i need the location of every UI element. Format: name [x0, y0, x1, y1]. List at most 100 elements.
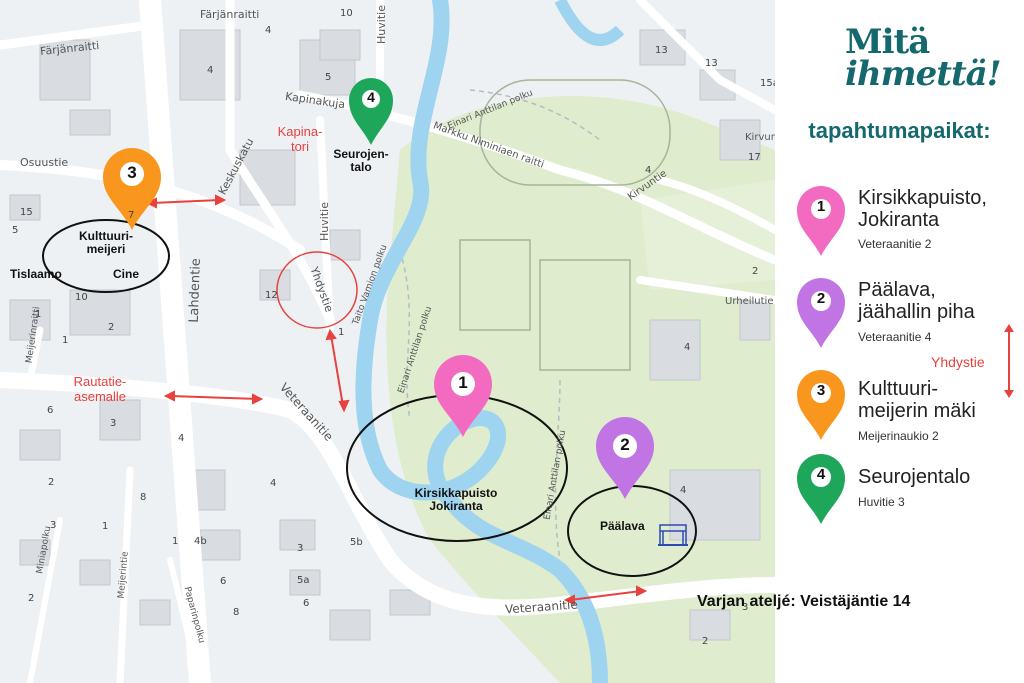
label-kapinatori: Kapina- tori — [270, 124, 330, 154]
house-number: 7 — [128, 210, 135, 221]
house-number: 4 — [270, 478, 277, 489]
house-number: 1 — [172, 536, 179, 547]
map-canvas — [0, 0, 775, 683]
house-number: 4 — [645, 165, 652, 176]
building — [649, 319, 701, 381]
legend-pin-icon: 3 — [795, 368, 847, 442]
house-number: 1 — [338, 327, 345, 338]
house-number: 17 — [748, 152, 761, 163]
legend-address: Meijerinaukio 2 — [858, 429, 939, 443]
road-farjanraitti — [0, 20, 155, 50]
building — [719, 119, 761, 161]
street-kirvuntie-top: Kirvun — [745, 132, 775, 143]
house-number: 6 — [47, 405, 54, 416]
house-number: 13 — [655, 45, 668, 56]
legend-name: Kirsikkapuisto, Jokiranta — [858, 187, 987, 231]
venue-label-line: Kulttuuri- — [79, 229, 133, 243]
legend-annotation-yhdystie: Yhdystie — [931, 354, 985, 370]
legend-annotation-arrow — [1004, 324, 1014, 398]
venue-label-line: meijeri — [86, 242, 126, 256]
house-number: 10 — [340, 8, 353, 19]
venue-label-kirsikkapuisto: Kirsikkapuisto Jokiranta — [400, 487, 512, 513]
legend-item-1[interactable]: 1 Kirsikkapuisto, Jokiranta Veteraanitie… — [795, 184, 1024, 264]
venue-label-seurojentalo: Seurojen- talo — [325, 148, 397, 174]
house-number: 4b — [194, 536, 207, 547]
legend-address: Veteraanitie 4 — [858, 330, 932, 344]
arrow-line — [151, 199, 221, 204]
legend-name-line: Jokiranta — [858, 209, 940, 231]
legend-pin-number: 1 — [816, 198, 826, 215]
road-veteraanitie — [0, 372, 775, 616]
house-number: 5a — [297, 575, 310, 586]
field — [539, 259, 631, 371]
legend-name: Päälava, jäähallin piha — [858, 279, 975, 323]
venue-label-tislaamo: Tislaamo — [10, 267, 62, 281]
street-huvitie: Huvitie — [317, 202, 331, 241]
house-number: 5b — [350, 537, 363, 548]
logo-line-1: Mitä — [845, 22, 930, 62]
house-number: 10 — [75, 292, 88, 303]
building — [139, 599, 171, 626]
venue-label-paalava: Päälava — [600, 519, 645, 533]
map[interactable]: 1 2 3 4 Kulttuuri- meijeri Tislaamo Cine… — [0, 0, 775, 683]
house-number: 15 — [20, 207, 33, 218]
building — [79, 559, 111, 586]
map-pin-2[interactable]: 2 — [594, 415, 656, 501]
label-line: Rautatie- — [73, 374, 127, 389]
building — [389, 589, 431, 616]
river — [355, 0, 608, 683]
legend-name: Seurojentalo — [858, 466, 971, 488]
building — [739, 299, 771, 341]
legend-name-line: Kulttuuri- — [858, 378, 939, 400]
building — [69, 109, 111, 136]
legend-item-2[interactable]: 2 Päälava, jäähallin piha Veteraanitie 4 — [795, 276, 1024, 356]
house-number: 3 — [110, 418, 117, 429]
house-number: 2 — [48, 477, 55, 488]
road-paparinpolku — [167, 557, 203, 683]
logo: Mitä ihmettä! — [845, 25, 1002, 94]
building — [329, 229, 361, 261]
label-rautatieasemalle: Rautatie- asemalle — [52, 374, 148, 404]
ellipse-kulttuurimeijeri — [42, 219, 170, 293]
map-pin-2-number: 2 — [620, 435, 630, 454]
street-farjanraitti-top: Färjänraitti — [200, 8, 260, 21]
legend-pin-number: 3 — [816, 382, 826, 399]
label-line: tori — [290, 139, 310, 154]
building — [689, 609, 731, 641]
house-number: 4 — [265, 25, 272, 36]
house-number: 5 — [12, 225, 19, 236]
legend-item-3[interactable]: 3 Kulttuuri- meijerin mäki Meijerinaukio… — [795, 368, 1024, 448]
legend-name-line: jäähallin piha — [858, 301, 975, 323]
house-number: 1 — [62, 335, 69, 346]
house-number: 12 — [265, 290, 278, 301]
house-number: 8 — [233, 607, 240, 618]
house-number: 6 — [303, 598, 310, 609]
house-number: 2 — [28, 593, 35, 604]
house-number: 4 — [680, 485, 687, 496]
ellipse-yhdystie — [276, 251, 358, 329]
road-keskuskatu — [225, 0, 335, 325]
building — [99, 399, 141, 441]
house-number: 4 — [684, 342, 691, 353]
building — [289, 569, 321, 596]
legend-pin-icon: 4 — [795, 452, 847, 526]
venue-label-line: Seurojen- — [333, 147, 389, 161]
field — [459, 239, 531, 331]
map-pin-1-number: 1 — [458, 373, 468, 392]
map-pin-3[interactable]: 3 — [101, 146, 163, 232]
map-pin-3-number: 3 — [127, 163, 137, 182]
map-pin-1[interactable]: 1 — [432, 353, 494, 439]
house-number: 1 — [35, 309, 42, 320]
legend-pin-icon: 1 — [795, 184, 847, 258]
road-huvitie — [316, 116, 334, 334]
house-number: 8 — [140, 492, 147, 503]
street-lahdentie: Lahdentie — [186, 257, 204, 324]
logo-line-2: ihmettä! — [845, 54, 1002, 94]
street-huvitie-top: Huvitie — [374, 5, 388, 44]
map-pin-4[interactable]: 4 — [347, 75, 395, 147]
legend-item-4[interactable]: 4 Seurojentalo Huvitie 3 — [795, 452, 1024, 532]
building — [69, 289, 131, 336]
house-number: 13 — [705, 58, 718, 69]
building — [199, 529, 241, 561]
building — [259, 269, 291, 301]
